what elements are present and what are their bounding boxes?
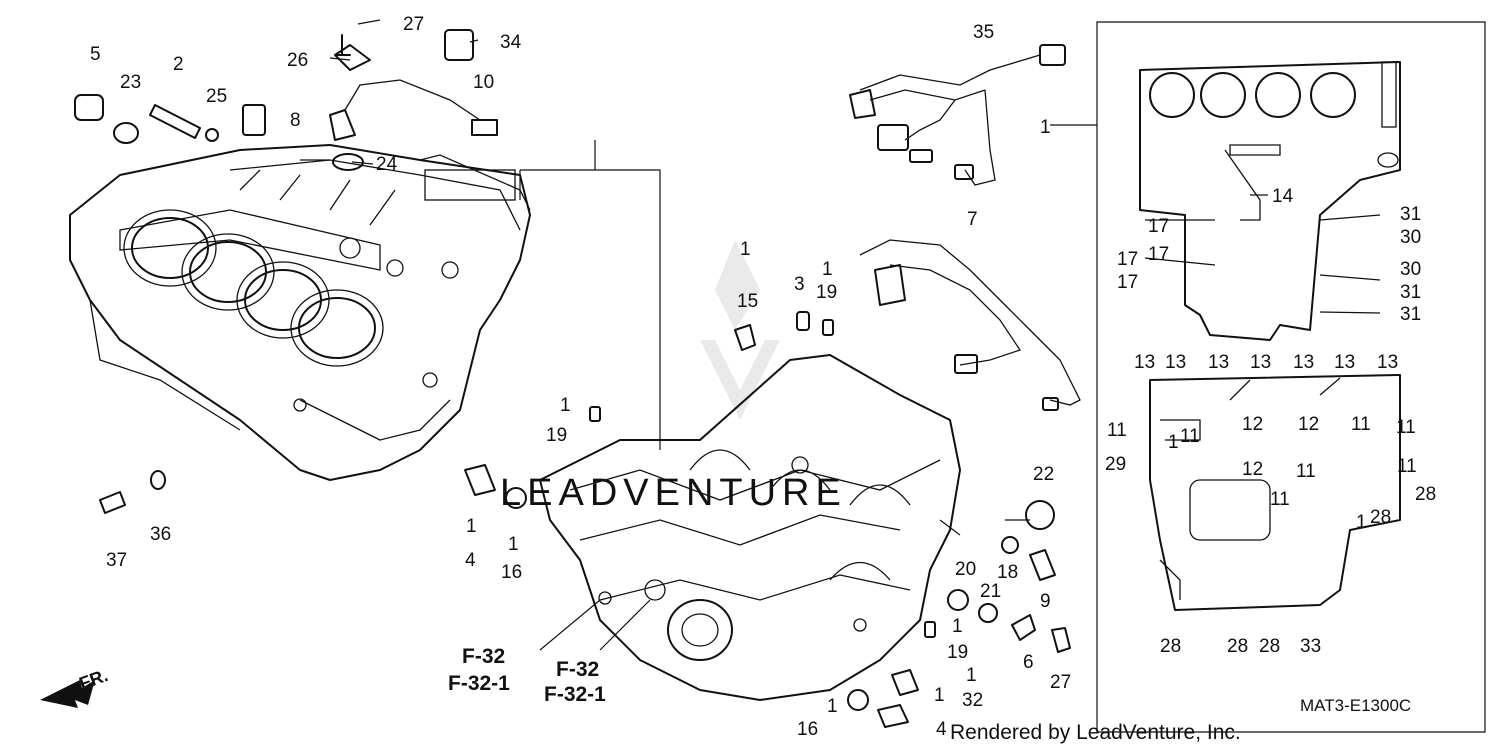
callout-1[interactable]: 1 [934,685,945,706]
callout-1[interactable]: 1 [827,696,838,717]
upper-crankcase [69,144,531,481]
callout-13[interactable]: 13 [1165,352,1186,373]
ref-f32-1-a[interactable]: F-32-1 [448,672,510,695]
gasket-panel [1096,21,1486,733]
lower-crankcase [539,354,961,701]
leader-lines [300,19,1381,651]
diagram-code: MAT3-E1300C [1300,696,1411,715]
callout-6[interactable]: 6 [1023,652,1034,673]
callout-33[interactable]: 33 [1300,636,1321,657]
callout-27[interactable]: 27 [1050,672,1071,693]
callout-18[interactable]: 18 [997,562,1018,583]
callout-16[interactable]: 16 [501,562,522,583]
callout-1[interactable]: 1 [466,516,477,537]
callout-26[interactable]: 26 [287,50,308,71]
callout-37[interactable]: 37 [106,550,127,571]
callout-32[interactable]: 32 [962,690,983,711]
callout-11[interactable]: 11 [1180,426,1200,447]
callout-2[interactable]: 2 [173,54,184,75]
callout-5[interactable]: 5 [90,44,101,65]
ref-f32-b[interactable]: F-32 [556,658,599,681]
callout-31[interactable]: 31 [1400,204,1421,225]
callout-1[interactable]: 1 [1040,117,1051,138]
callout-34[interactable]: 34 [500,32,522,53]
callout-4[interactable]: 4 [465,550,476,571]
callout-8[interactable]: 8 [290,110,301,131]
ref-f32-1-b[interactable]: F-32-1 [544,683,606,706]
callout-19[interactable]: 19 [947,642,968,663]
callout-28[interactable]: 28 [1227,636,1248,657]
callout-1[interactable]: 1 [1168,432,1179,453]
callout-1[interactable]: 1 [508,534,519,555]
small-parts-middle [99,311,1071,728]
callout-1[interactable]: 1 [952,616,963,637]
callout-27[interactable]: 27 [403,14,424,35]
callout-13[interactable]: 13 [1250,352,1271,373]
callout-36[interactable]: 36 [150,524,171,545]
callout-31[interactable]: 31 [1400,304,1421,325]
callout-17[interactable]: 17 [1117,272,1138,293]
callout-14[interactable]: 14 [1272,186,1294,207]
callout-1[interactable]: 1 [822,259,833,280]
callout-1[interactable]: 1 [1356,512,1367,533]
credit-text: Rendered by LeadVenture, Inc. [950,721,1241,744]
callout-3[interactable]: 3 [794,274,805,295]
callout-20[interactable]: 20 [955,559,976,580]
callout-24[interactable]: 24 [376,154,398,175]
callout-11[interactable]: 11 [1270,489,1290,510]
callout-1[interactable]: 1 [740,239,751,260]
callout-13[interactable]: 13 [1293,352,1314,373]
callout-30[interactable]: 30 [1400,259,1421,280]
callout-7[interactable]: 7 [967,209,978,230]
callout-17[interactable]: 17 [1148,216,1169,237]
callout-11[interactable]: 11 [1397,456,1417,477]
callout-29[interactable]: 29 [1105,454,1126,475]
callout-31[interactable]: 31 [1400,282,1421,303]
callout-13[interactable]: 13 [1134,352,1155,373]
callout-28[interactable]: 28 [1370,507,1391,528]
callout-21[interactable]: 21 [980,581,1001,602]
watermark: LEADVENTURE [500,240,847,514]
callout-15[interactable]: 15 [737,291,758,312]
callout-28[interactable]: 28 [1415,484,1436,505]
callout-17[interactable]: 17 [1148,244,1169,265]
front-direction-arrow [40,680,95,708]
callout-22[interactable]: 22 [1033,464,1054,485]
callout-30[interactable]: 30 [1400,227,1421,248]
callout-19[interactable]: 19 [816,282,837,303]
callout-11[interactable]: 11 [1396,417,1416,438]
callout-19[interactable]: 19 [546,425,567,446]
direction-label: FR. [77,665,111,694]
callout-13[interactable]: 13 [1208,352,1229,373]
callout-35[interactable]: 35 [973,22,994,43]
callout-28[interactable]: 28 [1259,636,1280,657]
callout-9[interactable]: 9 [1040,591,1051,612]
callout-13[interactable]: 13 [1377,352,1398,373]
callout-4[interactable]: 4 [936,719,947,740]
callout-1[interactable]: 1 [966,665,977,686]
callout-11[interactable]: 11 [1296,461,1316,482]
callout-11[interactable]: 11 [1351,414,1371,435]
wire-harness-35 [849,44,1066,186]
small-parts-top [74,29,498,171]
callout-16[interactable]: 16 [797,719,818,740]
ref-f32-a[interactable]: F-32 [462,645,505,668]
callout-1[interactable]: 1 [560,395,571,416]
callout-12[interactable]: 12 [1242,414,1263,435]
callout-28[interactable]: 28 [1160,636,1181,657]
wire-harness-7 [859,239,1081,411]
callout-12[interactable]: 12 [1242,459,1263,480]
callout-11[interactable]: 11 [1107,420,1127,441]
callout-12[interactable]: 12 [1298,414,1319,435]
callout-10[interactable]: 10 [473,72,494,93]
callout-25[interactable]: 25 [206,86,227,107]
callout-23[interactable]: 23 [120,72,141,93]
watermark-text: LEADVENTURE [500,472,847,514]
callout-13[interactable]: 13 [1334,352,1355,373]
callout-17[interactable]: 17 [1117,249,1138,270]
